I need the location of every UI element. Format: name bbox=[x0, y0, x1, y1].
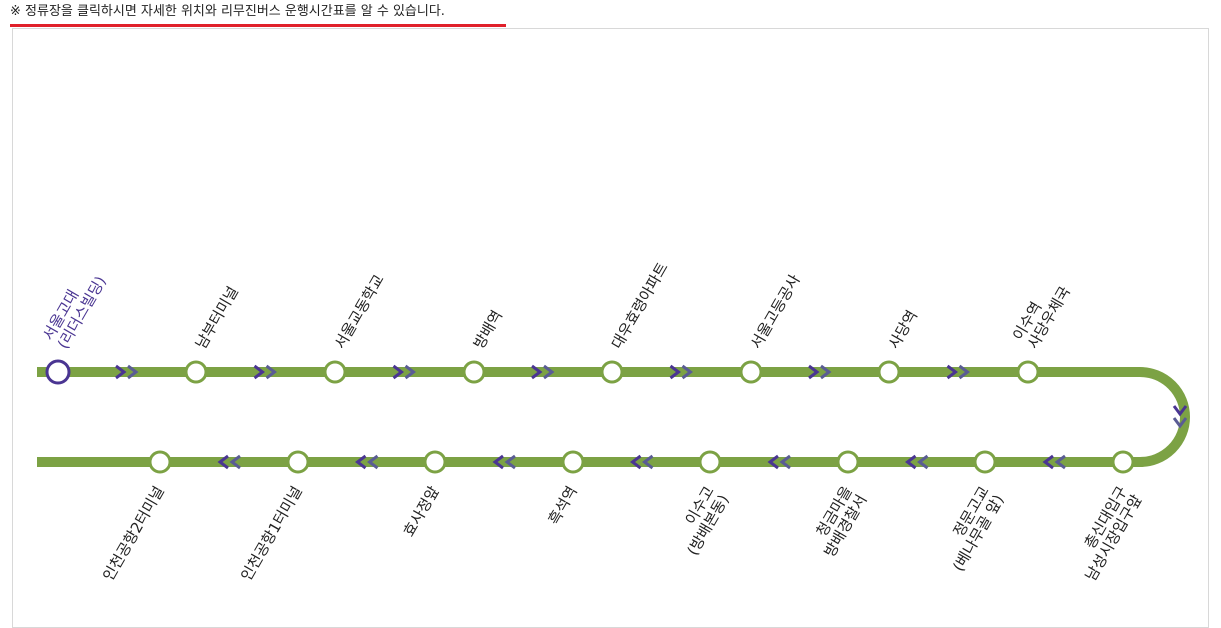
notice-text: ※ 정류장을 클릭하시면 자세한 위치와 리무진버스 운행시간표를 알 수 있습… bbox=[10, 4, 445, 19]
stop-marker-top-2[interactable] bbox=[323, 360, 347, 384]
double-chevron-icon bbox=[253, 364, 277, 380]
double-chevron-icon bbox=[767, 454, 791, 470]
stop-label-bottom-7[interactable]: 총신대입구남성시장입구앞 bbox=[1067, 483, 1146, 584]
stop-marker-top-6[interactable] bbox=[877, 360, 901, 384]
stop-marker-top-0[interactable] bbox=[45, 359, 71, 385]
double-chevron-icon bbox=[905, 454, 929, 470]
stop-marker-top-3[interactable] bbox=[462, 360, 486, 384]
notice-underline bbox=[10, 24, 506, 27]
stop-label-bottom-0[interactable]: 인천공항2터미널 bbox=[99, 483, 168, 584]
stop-marker-bottom-7[interactable] bbox=[1111, 450, 1135, 474]
double-chevron-icon bbox=[392, 364, 416, 380]
double-chevron-icon bbox=[531, 364, 555, 380]
stop-marker-bottom-5[interactable] bbox=[836, 450, 860, 474]
stop-label-top-4[interactable]: 대우효령아파트 bbox=[608, 259, 672, 352]
stop-label-top-3[interactable]: 방배역 bbox=[470, 307, 506, 352]
double-chevron-icon bbox=[1042, 454, 1066, 470]
stop-label-top-2[interactable]: 서울교동학교 bbox=[331, 271, 388, 352]
stop-marker-bottom-6[interactable] bbox=[973, 450, 997, 474]
stop-marker-top-4[interactable] bbox=[600, 360, 624, 384]
stop-marker-bottom-2[interactable] bbox=[423, 450, 447, 474]
stop-label-bottom-4[interactable]: 이수고(방배본동) bbox=[669, 483, 733, 558]
double-chevron-icon bbox=[1172, 405, 1188, 429]
stop-label-top-7[interactable]: 이수역사당우체국 bbox=[1009, 275, 1074, 352]
double-chevron-icon bbox=[355, 454, 379, 470]
double-chevron-icon bbox=[115, 364, 139, 380]
double-chevron-icon bbox=[217, 454, 241, 470]
route-track bbox=[37, 367, 1190, 467]
double-chevron-icon bbox=[808, 364, 832, 380]
stop-marker-bottom-3[interactable] bbox=[561, 450, 585, 474]
double-chevron-icon bbox=[669, 364, 693, 380]
stop-label-bottom-3[interactable]: 흑석역 bbox=[545, 483, 581, 528]
stop-marker-bottom-0[interactable] bbox=[148, 450, 172, 474]
stop-marker-top-1[interactable] bbox=[184, 360, 208, 384]
stop-label-bottom-1[interactable]: 인천공항1터미널 bbox=[237, 483, 306, 584]
stop-marker-top-5[interactable] bbox=[739, 360, 763, 384]
stop-marker-bottom-4[interactable] bbox=[698, 450, 722, 474]
double-chevron-icon bbox=[946, 364, 970, 380]
stop-label-top-0[interactable]: 서울고대(리더스빌딩) bbox=[39, 265, 110, 352]
double-chevron-icon bbox=[630, 454, 654, 470]
stop-label-top-1[interactable]: 남부터미널 bbox=[192, 283, 242, 352]
stop-label-bottom-5[interactable]: 청금마을방배경찰서 bbox=[806, 483, 871, 560]
stop-label-bottom-2[interactable]: 효사정앞 bbox=[400, 483, 443, 540]
stop-label-top-6[interactable]: 사당역 bbox=[885, 307, 921, 352]
stop-marker-bottom-1[interactable] bbox=[286, 450, 310, 474]
stop-marker-top-7[interactable] bbox=[1016, 360, 1040, 384]
stop-label-top-5[interactable]: 서울고등공사 bbox=[747, 271, 804, 352]
double-chevron-icon bbox=[492, 454, 516, 470]
stop-label-bottom-6[interactable]: 정문고교(베나무골 앞) bbox=[935, 483, 1008, 575]
